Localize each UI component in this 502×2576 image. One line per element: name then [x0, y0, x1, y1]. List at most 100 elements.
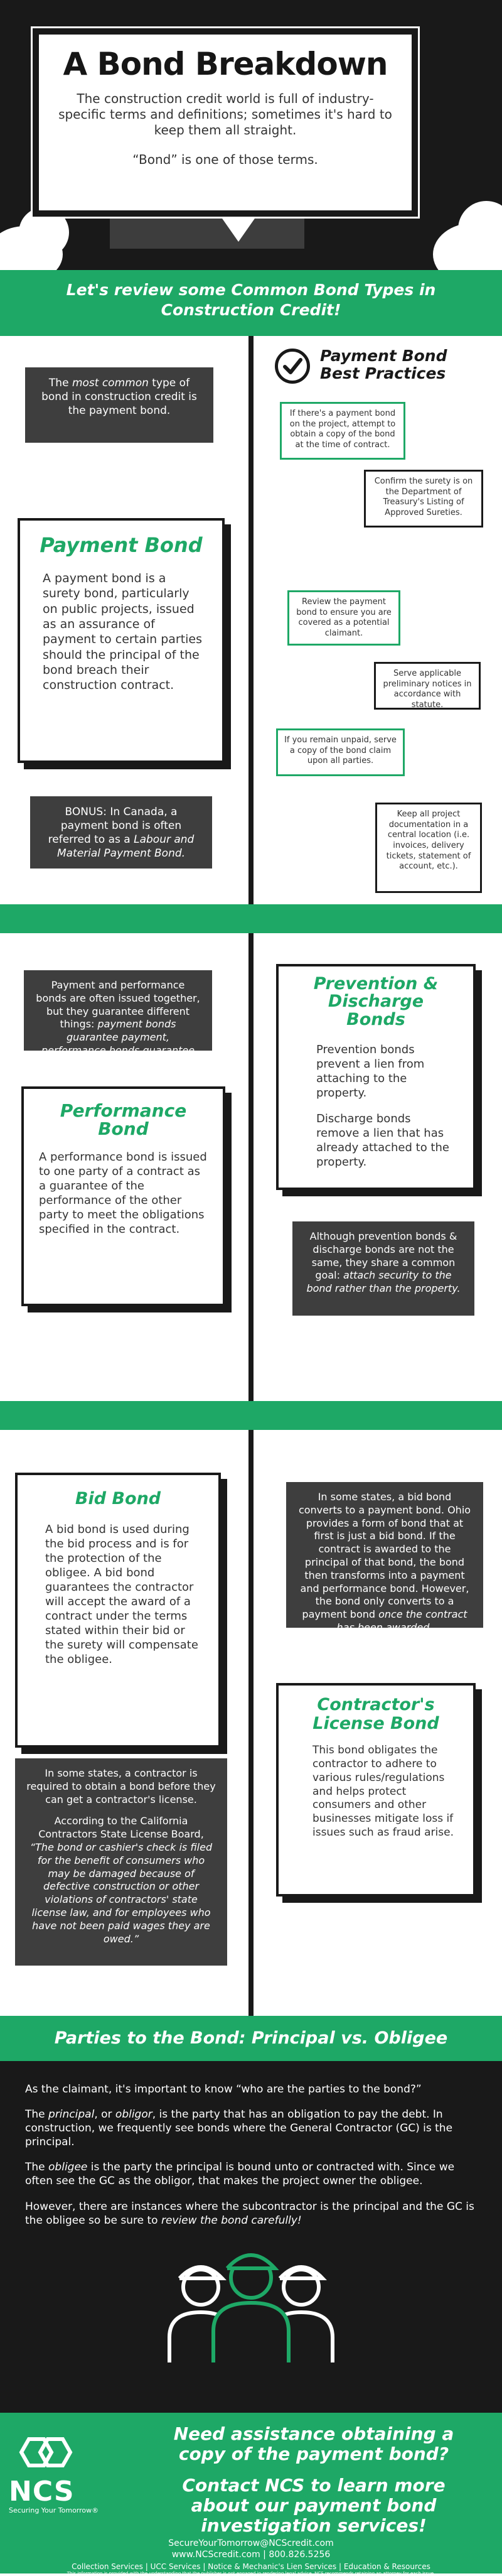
section-divider	[0, 1401, 502, 1430]
card-title: Performance Bond	[24, 1101, 223, 1139]
cta-line: Contact NCS to learn more	[182, 2475, 446, 2496]
parties-section: As the claimant, it's important to know …	[0, 2061, 502, 2413]
cta-line: about our payment bond	[191, 2495, 437, 2516]
card-body: A bid bond is used during the bid proces…	[45, 1523, 198, 1667]
text: The	[25, 2108, 49, 2121]
section-banner: Let's review some Common Bond Types in C…	[0, 270, 502, 336]
title-line: Prevention &	[313, 974, 439, 993]
cta-line: Need assistance obtaining a	[173, 2423, 454, 2444]
card-body: Prevention bonds prevent a lien from att…	[316, 1043, 425, 1100]
text: , is the party that has an obligation to…	[25, 2108, 453, 2149]
hero-section: A Bond Breakdown The construction credit…	[0, 0, 502, 270]
center-divider	[248, 336, 254, 904]
hero-intro: The construction credit world is full of…	[58, 91, 392, 138]
best-practice-item: Keep all project documentation in a cent…	[375, 803, 482, 893]
best-practice-item: If you remain unpaid, serve a copy of th…	[276, 728, 405, 776]
card-body: This bond obligates the contractor to ad…	[312, 1744, 454, 1839]
title-line: License Bond	[312, 1713, 439, 1733]
workers-icon	[168, 2253, 334, 2362]
parties-text: As the claimant, it's important to know …	[0, 2061, 502, 2227]
license-bond-card: Contractor's License Bond This bond obli…	[276, 1683, 476, 1897]
center-divider	[248, 933, 254, 1401]
text-em: attach security to the bond rather than …	[306, 1269, 461, 1295]
performance-bond-card: Performance Bond A performance bond is i…	[21, 1086, 225, 1306]
text: The	[48, 377, 72, 389]
card-title: Bid Bond	[75, 1489, 161, 1508]
text: According to the California Contractors …	[38, 1815, 204, 1841]
text-em: payment bonds guarantee payment, perform…	[41, 1018, 195, 1069]
card-body: Discharge bonds remove a lien that has a…	[316, 1112, 449, 1169]
text-em: most common	[72, 377, 149, 389]
text-em: review the bond carefully!	[161, 2214, 302, 2227]
cta-line: investigation services!	[201, 2515, 427, 2536]
title-line: Payment Bond	[320, 347, 447, 365]
center-divider	[248, 1430, 254, 2148]
footer: NCS Securing Your Tomorrow® Need assista…	[0, 2413, 502, 2576]
text: In some states, a contractor is required…	[26, 1767, 216, 1805]
text: type of bond in construction credit is t…	[41, 377, 197, 418]
footer-disclaimer: This information is provided with the un…	[67, 2571, 435, 2576]
card-body: A payment bond is a surety bond, particu…	[43, 571, 203, 693]
best-practice-item: Confirm the surety is on the Department …	[364, 470, 483, 528]
card-title: Contractor's License Bond	[279, 1696, 473, 1733]
title-line: Performance	[60, 1100, 187, 1121]
banner-line: Construction Credit!	[161, 301, 341, 319]
cta-2: Contact NCS to learn more about our paym…	[132, 2475, 496, 2536]
title-line: Contractor's	[317, 1695, 435, 1714]
parties-banner: Parties to the Bond: Principal vs. Oblig…	[0, 2016, 502, 2061]
card-title: Payment Bond	[40, 533, 203, 557]
paragraph: As the claimant, it's important to know …	[25, 2083, 422, 2096]
cloud-decoration	[458, 201, 502, 257]
title-line: Bond	[98, 1118, 149, 1140]
footer-email[interactable]: SecureYourTomorrow@NCScredit.com	[168, 2538, 334, 2548]
prevention-bond-card: Prevention & Discharge Bonds Prevention …	[276, 964, 476, 1190]
hero-shadow	[110, 214, 304, 249]
best-practices-header: Payment Bond Best Practices	[269, 342, 494, 399]
hero-line2: “Bond” is one of those terms.	[132, 152, 318, 167]
payment-intro-box: The most common type of bond in construc…	[25, 367, 213, 443]
text: The	[25, 2161, 49, 2174]
paragraph: However, there are instances where the s…	[25, 2200, 477, 2227]
text-em: obligee	[48, 2161, 88, 2174]
card-title: Prevention & Discharge Bonds	[279, 975, 473, 1029]
best-practice-item: If there's a payment bond on the project…	[280, 402, 405, 460]
bid-note-box: In some states, a bid bond converts to a…	[286, 1482, 483, 1633]
banner-line: Parties to the Bond: Principal vs. Oblig…	[54, 2028, 448, 2048]
text-em: principal	[48, 2108, 95, 2121]
text-em: once the contract has been awarded.	[336, 1608, 467, 1633]
license-intro-box: In some states, a contractor is required…	[15, 1758, 227, 1966]
prevention-note-box: Although prevention bonds & discharge bo…	[292, 1221, 474, 1316]
logo-text: NCS	[9, 2476, 75, 2508]
hero-card: A Bond Breakdown The construction credit…	[33, 28, 418, 217]
hex-logo-icon	[19, 2437, 73, 2467]
footer-services: Collection Services | UCC Services | Not…	[72, 2562, 430, 2571]
paragraph: The principal, or obligor, is the party …	[25, 2108, 477, 2149]
banner-line: Let's review some Common Bond Types in	[66, 281, 436, 299]
best-practice-item: Serve applicable preliminary notices in …	[374, 662, 481, 710]
text: Although prevention bonds & discharge bo…	[309, 1230, 457, 1282]
bonus-box: BONUS: In Canada, a payment bond is ofte…	[30, 796, 212, 869]
text: In some states, a bid bond converts to a…	[298, 1491, 471, 1621]
section-divider	[0, 904, 502, 933]
best-practice-item: Review the payment bond to ensure you ar…	[287, 590, 400, 646]
text-quote: “The bond or cashier's check is filed fo…	[29, 1841, 213, 1945]
text-em: obligor	[115, 2108, 152, 2121]
check-circle-icon	[275, 349, 310, 384]
text: Payment and performance bonds are often …	[36, 979, 200, 1031]
text: , or	[94, 2108, 115, 2121]
speech-tail	[221, 217, 256, 242]
title-line: Best Practices	[320, 364, 446, 382]
performance-intro-box: Payment and performance bonds are often …	[24, 970, 212, 1069]
text: However, there are instances where the s…	[25, 2200, 474, 2227]
payment-bond-card: Payment Bond A payment bond is a surety …	[18, 518, 225, 763]
best-practices-title: Payment Bond Best Practices	[320, 347, 447, 382]
bid-bond-card: Bid Bond A bid bond is used during the b…	[15, 1473, 221, 1748]
paragraph: The obligee is the party the principal i…	[25, 2160, 477, 2188]
page-title: A Bond Breakdown	[63, 46, 388, 82]
text-em: Labour and Material Payment Bond.	[56, 833, 195, 860]
footer-contact[interactable]: www.NCScredit.com | 800.826.5256	[171, 2550, 331, 2560]
text: is the party the principal is bound unto…	[25, 2161, 455, 2188]
title-line: Bonds	[346, 1009, 405, 1029]
logo-tagline: Securing Your Tomorrow®	[9, 2506, 99, 2514]
text: BONUS: In Canada, a payment bond is ofte…	[48, 806, 182, 847]
